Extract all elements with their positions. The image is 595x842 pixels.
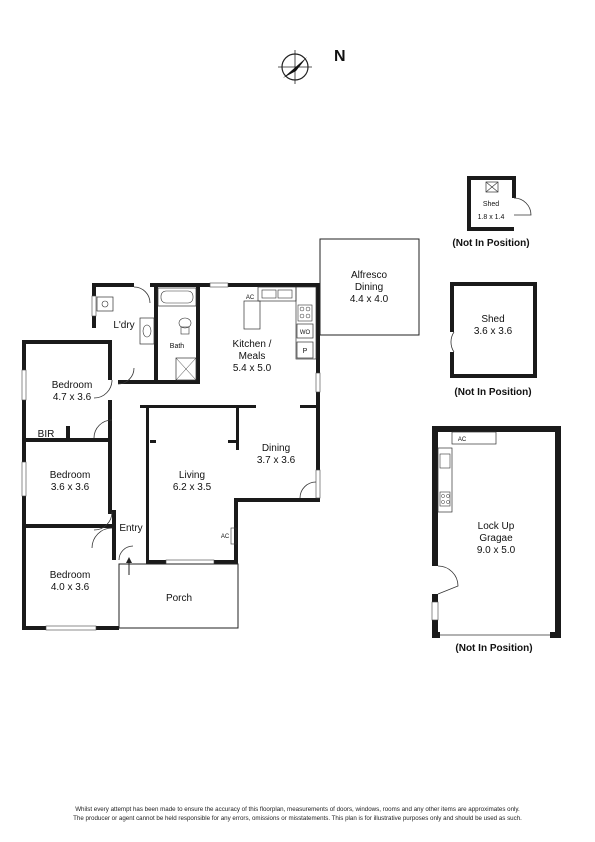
garage-size: 9.0 x 5.0: [477, 545, 516, 556]
north-label: N: [334, 48, 346, 65]
wall-oven-box: [296, 323, 314, 339]
living-ac-label: AC: [221, 534, 230, 540]
disclaimer-line-2: The producer or agent cannot be held res…: [73, 814, 522, 822]
living-name: Living: [179, 470, 205, 481]
disclaimer: Whilst every attempt has been made to en…: [20, 806, 575, 823]
alfresco-size: 4.4 x 4.0: [350, 294, 389, 305]
alfresco-outline: [319, 238, 420, 336]
pantry-label: P: [303, 348, 308, 355]
bedroom-2-name: Bedroom: [50, 470, 91, 481]
bath-label: Bath: [170, 343, 185, 350]
garage: [431, 426, 561, 638]
bedroom-2-size: 3.6 x 3.6: [51, 482, 90, 493]
small-shed-name: Shed: [483, 201, 499, 208]
living-size: 6.2 x 3.5: [173, 482, 212, 493]
alfresco-name-1: Alfresco: [351, 270, 388, 281]
kitchen-ac-label: AC: [246, 295, 255, 301]
entry-arrow-icon: [126, 557, 132, 575]
kitchen-name-2: Meals: [239, 351, 266, 362]
entry-label: Entry: [119, 523, 142, 534]
compass-icon: [278, 50, 312, 84]
dining-size: 3.7 x 3.6: [257, 455, 296, 466]
fixtures: [96, 286, 317, 545]
garage-name-2: Gragae: [479, 533, 513, 544]
large-shed-name: Shed: [481, 314, 504, 325]
bedroom-1-size: 4.7 x 3.6: [53, 392, 92, 403]
porch-outline: [118, 563, 239, 629]
kitchen-name-1: Kitchen /: [233, 339, 272, 350]
small-shed-note: (Not In Position): [452, 238, 529, 249]
wall-oven-label: WO: [300, 330, 311, 336]
bedroom-1-name: Bedroom: [52, 380, 93, 391]
bir-label: BIR: [38, 429, 55, 440]
large-shed: [450, 282, 537, 378]
dining-name: Dining: [262, 443, 290, 454]
bedroom-3-size: 4.0 x 3.6: [51, 582, 90, 593]
laundry-label: L'dry: [113, 320, 134, 331]
alfresco-name-2: Dining: [355, 282, 383, 293]
small-shed-size: 1.8 x 1.4: [478, 214, 505, 221]
garage-name-1: Lock Up: [478, 521, 515, 532]
large-shed-note: (Not In Position): [454, 387, 531, 398]
garage-ac-label: AC: [458, 437, 467, 443]
kitchen-size: 5.4 x 5.0: [233, 363, 272, 374]
small-shed: [467, 176, 532, 231]
garage-note: (Not In Position): [455, 643, 532, 654]
porch-label: Porch: [166, 593, 192, 604]
door-swings: [91, 286, 317, 561]
windows: [21, 282, 321, 631]
large-shed-size: 3.6 x 3.6: [474, 326, 513, 337]
pantry-box: [296, 341, 314, 359]
bedroom-3-name: Bedroom: [50, 570, 91, 581]
disclaimer-line-1: Whilst every attempt has been made to en…: [75, 806, 520, 813]
